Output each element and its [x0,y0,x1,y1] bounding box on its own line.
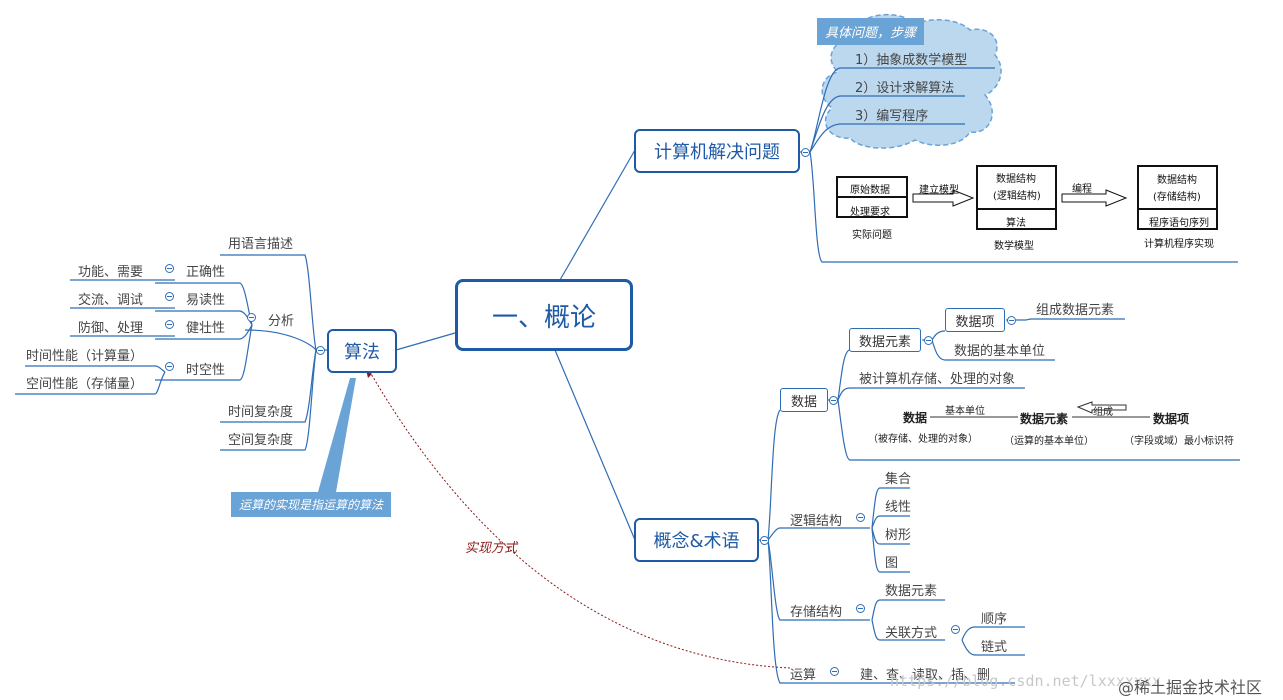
data-element-desc[interactable]: 数据的基本单位 [954,344,1046,359]
data-element-collapse-icon[interactable] [924,336,933,345]
diag-item: 数据项 [1153,412,1190,426]
problem-node[interactable]: 计算机解决问题 [634,129,800,173]
data-desc[interactable]: 被计算机存储、处理的对象 [859,372,1016,387]
operation-label[interactable]: 运算 [790,668,817,683]
logical-item-tree[interactable]: 树形 [885,528,912,543]
concepts-node[interactable]: 概念&术语 [634,518,759,562]
fig-ds-logic-2: (逻辑结构) [993,191,1041,202]
fig-algo: 算法 [1006,218,1026,229]
storage-element[interactable]: 数据元素 [885,584,938,599]
algo-analysis[interactable]: 分析 [268,314,295,329]
correctness-collapse-icon[interactable] [165,264,174,273]
algorithm-collapse-icon[interactable] [316,346,325,355]
space-complexity[interactable]: 空间复杂度 [228,433,294,448]
fig-programming: 编程 [1072,184,1092,195]
relation-linked[interactable]: 链式 [981,640,1008,655]
data-item-node[interactable]: 数据项 [945,308,1005,332]
relation-collapse-icon[interactable] [951,625,960,634]
readability-label[interactable]: 易读性 [186,293,226,308]
data-item-desc[interactable]: 组成数据元素 [1036,303,1115,318]
fig-process-req: 处理要求 [850,207,890,218]
correctness-label[interactable]: 正确性 [186,265,226,280]
watermark-brand: @稀土掘金技术社区 [1118,678,1263,697]
storage-collapse-icon[interactable] [856,604,865,613]
concepts-collapse-icon[interactable] [760,536,769,545]
diag-element-sub: （运算的基本单位） [1004,436,1094,447]
logical-item-set[interactable]: 集合 [885,472,912,487]
readability-detail[interactable]: 交流、调试 [78,293,144,308]
step-1[interactable]: 1）抽象成数学模型 [855,53,968,68]
logical-collapse-icon[interactable] [856,513,865,522]
step-2[interactable]: 2）设计求解算法 [855,81,955,96]
diag-data-sub: （被存储、处理的对象） [868,434,978,445]
operation-detail[interactable]: 建、查、读取、插、删 [860,668,991,683]
fig-ds-storage-2: (存储结构) [1153,192,1201,203]
logical-item-graph[interactable]: 图 [885,556,899,571]
diag-item-sub: （字段或域）最小标识符 [1124,436,1234,447]
fig-math-model: 数学模型 [994,241,1034,252]
cloud-title: 具体问题，步骤 [817,18,925,45]
fig-ds-storage-1: 数据结构 [1157,175,1197,186]
diag-basic-unit: 基本单位 [945,406,985,417]
data-collapse-icon[interactable] [829,396,838,405]
robustness-detail[interactable]: 防御、处理 [78,321,144,336]
algorithm-callout: 运算的实现是指运算的算法 [231,492,392,517]
fig-build-model: 建立模型 [919,185,959,196]
fig-raw-data: 原始数据 [850,185,890,196]
watermark-url: https://blog.csdn.net/lxxxxxxx [890,672,1161,690]
space-performance[interactable]: 空间性能（存储量） [26,377,144,392]
impl-link-curve [369,371,791,669]
root-node[interactable]: 一、概论 [455,279,633,351]
impl-link-label: 实现方式 [465,541,518,556]
step-3[interactable]: 3）编写程序 [855,109,929,124]
readability-collapse-icon[interactable] [165,292,174,301]
robustness-label[interactable]: 健壮性 [186,321,226,336]
fig-ds-logic-1: 数据结构 [996,174,1036,185]
diag-compose: 组成 [1093,407,1113,418]
time-complexity[interactable]: 时间复杂度 [228,405,294,420]
data-item-collapse-icon[interactable] [1007,316,1016,325]
problem-collapse-icon[interactable] [801,148,810,157]
time-performance[interactable]: 时间性能（计算量） [26,349,144,364]
fig-impl: 计算机程序实现 [1144,239,1214,250]
diag-data: 数据 [903,411,928,425]
storage-relation[interactable]: 关联方式 [885,626,938,641]
algo-describe[interactable]: 用语言描述 [228,237,294,252]
spacetime-collapse-icon[interactable] [165,362,174,371]
diag-element: 数据元素 [1020,412,1069,426]
fig-real-problem: 实际问题 [852,230,892,241]
operation-collapse-icon[interactable] [830,667,839,676]
logical-structure-label[interactable]: 逻辑结构 [790,514,843,529]
fig-stmt-seq: 程序语句序列 [1149,218,1209,229]
correctness-detail[interactable]: 功能、需要 [78,265,144,280]
spacetime-label[interactable]: 时空性 [186,363,226,378]
data-node[interactable]: 数据 [780,388,828,412]
data-element-node[interactable]: 数据元素 [849,328,921,352]
relation-sequential[interactable]: 顺序 [981,612,1008,627]
callout-pointer [318,378,356,492]
robustness-collapse-icon[interactable] [165,320,174,329]
algorithm-node[interactable]: 算法 [327,329,397,373]
storage-structure-label[interactable]: 存储结构 [790,605,843,620]
logical-item-linear[interactable]: 线性 [885,500,912,515]
analysis-collapse-icon[interactable] [247,313,256,322]
